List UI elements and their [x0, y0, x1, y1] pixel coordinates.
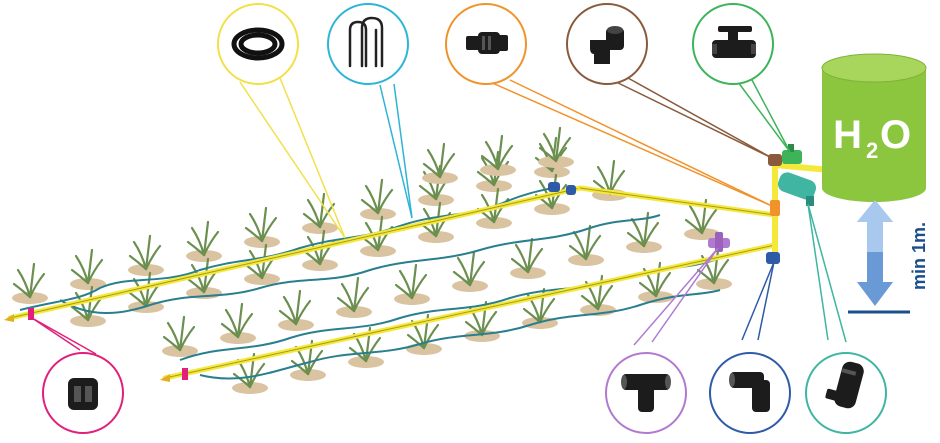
tank-suffix: O — [880, 113, 911, 157]
leader-filter — [807, 203, 829, 341]
plant — [480, 134, 514, 171]
plant — [422, 142, 456, 179]
leader-elbow-small-2 — [757, 261, 775, 341]
end-clamp-lower — [182, 368, 188, 380]
tee-icon — [621, 374, 671, 412]
plant — [128, 234, 162, 271]
leader-tee — [633, 247, 719, 346]
plant — [12, 262, 46, 299]
drip-line — [19, 185, 561, 311]
plant — [626, 211, 660, 248]
height-arrow — [848, 200, 910, 314]
leader-pipe-coil — [279, 77, 346, 239]
leader-filter-2 — [807, 203, 847, 343]
plant-field — [12, 126, 732, 394]
tank-label: H — [833, 113, 862, 157]
elbow-small-icon — [729, 372, 770, 412]
leader-stakes-2 — [393, 83, 413, 219]
leader-elbow-2 — [611, 79, 773, 159]
drip-line — [199, 289, 721, 380]
callout-stakes — [327, 3, 409, 85]
elbow-fitting — [768, 154, 782, 166]
elbow-icon — [590, 26, 624, 64]
leader-pipe-coil-2 — [239, 81, 346, 239]
tee-fitting — [708, 232, 730, 252]
plant — [186, 257, 220, 294]
drip-line — [59, 214, 661, 314]
plant — [510, 237, 544, 274]
leader-connector — [509, 79, 773, 207]
plant — [394, 263, 428, 300]
plant — [360, 178, 394, 215]
plant — [244, 206, 278, 243]
plant — [538, 126, 572, 163]
plant — [568, 224, 602, 261]
tank-subscript: 2 — [866, 138, 878, 163]
leader-elbow-small — [741, 261, 775, 341]
plant — [336, 276, 370, 313]
plant — [696, 248, 730, 285]
callout-filter — [805, 352, 887, 434]
plant — [684, 198, 718, 235]
height-note: min 1m. — [909, 222, 929, 290]
valve-fitting — [782, 144, 802, 164]
callout-elbow-small — [709, 352, 791, 434]
stake-icon — [348, 16, 384, 68]
plant — [278, 289, 312, 326]
pipe-end-upper — [4, 314, 14, 322]
leader-tee-2 — [651, 247, 719, 343]
plant — [186, 220, 220, 257]
leader-valve — [751, 79, 791, 153]
callout-elbow — [566, 3, 648, 85]
callout-pipe-coil — [217, 3, 299, 85]
end-clamp-icon — [68, 378, 98, 410]
plant — [452, 250, 486, 287]
plant — [162, 315, 196, 352]
main-pipe-upper-outline — [9, 187, 581, 319]
valve-icon — [712, 26, 756, 58]
plant — [70, 248, 104, 285]
callout-end-clamp — [42, 352, 124, 434]
water-tank: H 2 O — [821, 53, 927, 202]
plant — [406, 313, 440, 350]
leader-connector-2 — [489, 81, 773, 207]
plant — [220, 302, 254, 339]
callout-leaders — [31, 77, 847, 355]
feeder-pipe-outline — [579, 187, 776, 216]
leader-end-clamp-2 — [31, 317, 97, 355]
blue-elbow-fittings — [548, 182, 780, 264]
main-pipe-lower-outline — [164, 244, 776, 379]
leader-elbow — [627, 77, 773, 159]
pipe-coil-icon — [231, 27, 285, 61]
pipe-end-lower — [160, 374, 170, 382]
leader-valve-2 — [737, 81, 791, 153]
filter-icon — [825, 361, 864, 409]
main-pipes — [7, 162, 833, 381]
orange-connector-fitting — [770, 200, 780, 216]
callout-tee — [605, 352, 687, 434]
callout-connector — [445, 3, 527, 85]
tank-pipe — [772, 162, 833, 173]
leader-stakes — [379, 84, 413, 219]
end-clamp-upper — [28, 308, 34, 320]
callout-valve — [692, 3, 774, 85]
connector-icon — [466, 32, 508, 54]
filter-fitting — [777, 172, 817, 206]
